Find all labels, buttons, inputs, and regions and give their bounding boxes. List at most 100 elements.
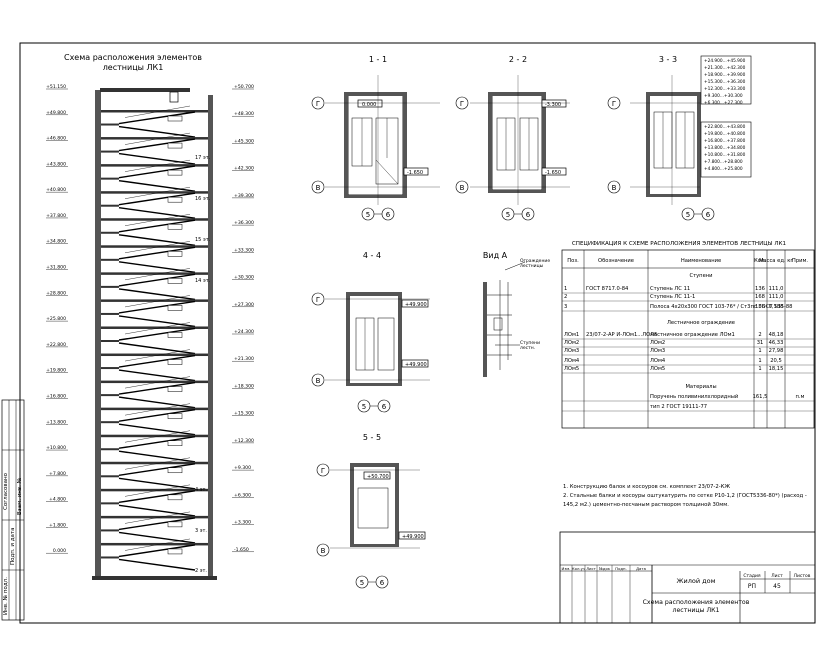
level-mark: +30.300 bbox=[234, 275, 254, 281]
section-5-5: +50.700 +49.900 Г В 5 6 bbox=[316, 463, 426, 589]
level-mark: +12.300 bbox=[234, 438, 254, 444]
spec-cell: Ступень ЛС 11-1 bbox=[650, 294, 695, 300]
level-mark: +45.300 bbox=[234, 138, 254, 144]
margin-label: Инв. № подл. bbox=[3, 577, 9, 615]
margin-label: Согласовано bbox=[3, 472, 9, 510]
level-mark: +27.300 bbox=[234, 302, 254, 308]
level-mark: +42.300 bbox=[234, 166, 254, 172]
note-line: 1. Конструкцию балок и косоуров см. комп… bbox=[563, 484, 730, 490]
spec-header: Обозначение bbox=[598, 258, 634, 264]
stamp-sheet: 45 bbox=[773, 583, 781, 590]
axis-label: 6 bbox=[380, 579, 385, 587]
axis-label: Г bbox=[321, 467, 325, 475]
level-mark: +21.300...+42.300 bbox=[704, 65, 746, 71]
level-mark: +21.300 bbox=[234, 356, 254, 362]
spec-cell: Лестничное ограждение ЛОм1 bbox=[650, 332, 735, 338]
s33-levels-top: +24.900...+45.900+21.300...+42.300+18.90… bbox=[704, 58, 746, 106]
level-mark: +40.800 bbox=[46, 187, 66, 193]
level-mark: +49.900 bbox=[405, 362, 427, 368]
floor-labels: 17 эт. 16 эт. 15 эт. 14 эт. 4 эт. 3 эт. … bbox=[195, 155, 211, 574]
axis-label: Г bbox=[460, 100, 464, 108]
spec-cell: 2 bbox=[758, 332, 761, 338]
level-mark: +49.900 bbox=[405, 302, 427, 308]
stamp-title: Схема расположения элементов bbox=[643, 599, 750, 606]
level-mark: +6.300 bbox=[234, 492, 251, 498]
spec-cell: ЛОм2 bbox=[564, 340, 579, 346]
section-title-5-5: 5 - 5 bbox=[363, 433, 381, 442]
left-margin-stamp: Инв. № подл. Подп. и дата Взам. инв. № С… bbox=[1, 399, 25, 621]
spec-cell: ЛОм5 bbox=[564, 366, 579, 372]
spec-cell: 168 bbox=[755, 294, 765, 300]
spec-cell: ЛОм3 bbox=[564, 348, 579, 354]
floor-label: 16 эт. bbox=[195, 196, 211, 202]
stamp-col: Кол.уч bbox=[572, 566, 585, 571]
section-title-4-4: 4 - 4 bbox=[363, 251, 381, 260]
axis-label: 6 bbox=[526, 211, 531, 219]
spec-cell: 1 bbox=[758, 358, 761, 364]
level-mark: +22.800...+43.800 bbox=[704, 124, 746, 130]
s33-levels-bottom: +22.800...+43.800+19.800...+40.800+16.80… bbox=[704, 124, 746, 172]
axis-label: В bbox=[321, 547, 326, 555]
level-mark: +19.800 bbox=[46, 368, 66, 374]
level-mark: +49.800 bbox=[46, 110, 66, 116]
section-1-1: 0.000 -1.650 Г В 5 6 bbox=[311, 75, 440, 221]
spec-cell: 0,188 bbox=[769, 304, 784, 310]
level-mark: +16.800...+37.800 bbox=[704, 138, 746, 144]
stamp-col: Дата bbox=[636, 566, 646, 571]
level-mark: +3.300 bbox=[234, 520, 251, 526]
level-mark: +19.800...+40.800 bbox=[704, 131, 746, 137]
spec-section: Лестничное ограждение bbox=[667, 320, 735, 326]
axis-label: Г bbox=[316, 100, 320, 108]
spec-cell: Ступень ЛС 11 bbox=[650, 286, 690, 292]
spec-cell: тип 2 ГОСТ 19111-77 bbox=[650, 404, 707, 410]
margin-label: Подп. и дата bbox=[10, 528, 16, 565]
stamp-col: Лист bbox=[586, 566, 596, 571]
spec-cell: 161,5 bbox=[753, 394, 768, 400]
spec-cell: 46,33 bbox=[769, 340, 784, 346]
level-mark: +48.300 bbox=[234, 111, 254, 117]
axis-label: 5 bbox=[506, 211, 510, 219]
level-mark: +9.300 bbox=[234, 465, 251, 471]
section-4-4: +49.900 +49.900 Г В 5 6 bbox=[311, 292, 430, 413]
spec-cell: 1 bbox=[564, 286, 567, 292]
level-mark: +24.900...+45.900 bbox=[704, 58, 746, 64]
floor-label: 2 эт. bbox=[195, 568, 207, 574]
spec-cell: 27,98 bbox=[769, 348, 784, 354]
spec-header: Масса ед. кг bbox=[759, 258, 793, 264]
axis-label: 5 bbox=[366, 211, 370, 219]
level-mark: +12.300...+33.300 bbox=[704, 86, 746, 92]
level-mark: +4.800 bbox=[49, 497, 66, 503]
section-title-1-1: 1 - 1 bbox=[369, 55, 387, 64]
level-mark: +7.800...+28.800 bbox=[704, 159, 743, 165]
stamp-head: Стадия bbox=[743, 573, 761, 579]
main-title: Схема расположения элементов лестницы ЛК… bbox=[64, 53, 202, 72]
level-mark: +28.800 bbox=[46, 290, 66, 296]
title-block: Стадия Лист Листов РП 45 Жилой дом Схема… bbox=[559, 531, 816, 624]
main-title-line2: лестницы ЛК1 bbox=[103, 63, 164, 72]
spec-cell: 20,5 bbox=[770, 358, 782, 364]
level-mark: +10.800...+31.800 bbox=[704, 152, 746, 158]
level-mark: 0.000 bbox=[362, 102, 376, 108]
spec-cell: 48,18 bbox=[769, 332, 784, 338]
floor-label: 17 эт. bbox=[195, 155, 211, 161]
level-mark: +16.800 bbox=[46, 393, 66, 399]
level-mark: -1.650 bbox=[545, 170, 561, 176]
level-mark: +4.800...+25.800 bbox=[704, 166, 743, 172]
axis-label: В bbox=[316, 377, 321, 385]
level-mark: +10.800 bbox=[46, 445, 66, 451]
level-mark: +31.800 bbox=[46, 265, 66, 271]
spec-cell: 111,0 bbox=[769, 286, 784, 292]
spec-section: Материалы bbox=[685, 384, 716, 390]
spec-cell: ЛОм5 bbox=[650, 366, 665, 372]
stamp-building: Жилой дом bbox=[676, 577, 715, 585]
view-a-note: лестн. bbox=[520, 346, 535, 351]
level-mark: +18.300 bbox=[234, 383, 254, 389]
section-2-2: -3.300 -1.650 Г В 5 6 bbox=[455, 75, 570, 221]
spec-cell: 1 bbox=[758, 366, 761, 372]
spec-header: Прим. bbox=[792, 258, 808, 264]
level-mark: +15.300 bbox=[234, 411, 254, 417]
axis-label: 5 bbox=[360, 579, 364, 587]
section-3-3: Г В 5 6 bbox=[607, 55, 752, 221]
